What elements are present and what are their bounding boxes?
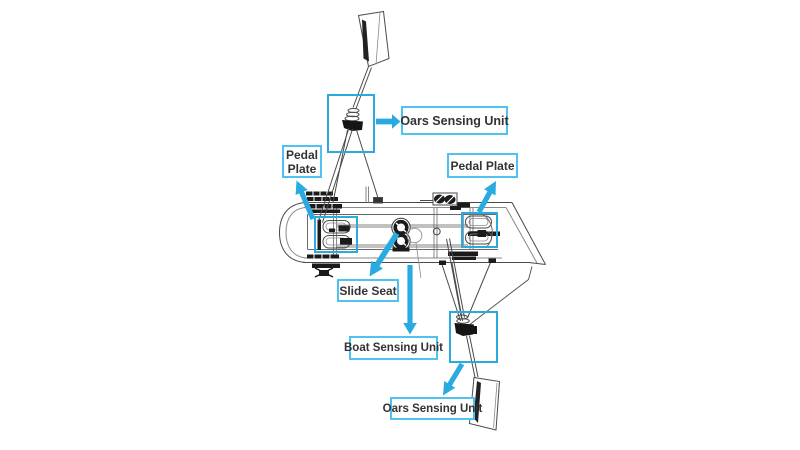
oars-sensing-unit-top-label: Oars Sensing Unit [400, 106, 509, 135]
slide-seat-label: Slide Seat [337, 279, 399, 302]
top-oarlock [342, 120, 363, 131]
pedal-plate-right-label: Pedal Plate [447, 153, 518, 178]
arrow-to-pedal-left-label [295, 180, 316, 220]
arrow-to-pedal-right-label [476, 181, 496, 214]
right-pedal-drawing [463, 213, 493, 248]
bottom-oar-blade-spine [473, 381, 481, 423]
bottom-oarlock [454, 323, 474, 336]
slide-seat-drawing [391, 217, 441, 279]
top-oar-blade-spine [362, 19, 369, 62]
pedal-right-highlight-box [461, 212, 498, 248]
left-pedal-drawing [317, 219, 352, 250]
arrow-to-boat-sensing-label [403, 265, 417, 335]
top-rigger-mount [420, 192, 458, 206]
boat-sensing-unit-label: Boat Sensing Unit [344, 336, 443, 360]
bow-inner-outline [285, 207, 307, 259]
arrow-to-oars-sensing-top-label [376, 114, 401, 129]
oars-sensing-top-highlight-box [327, 94, 375, 153]
pedal-plate-left-label-line1: Pedal [285, 147, 318, 162]
pedal-plate-left-label-line2: Plate [287, 161, 317, 176]
oars-sensing-unit-bottom-label: Oars Sensing Unit [383, 397, 482, 420]
pedal-left-highlight-box [314, 216, 358, 253]
pedal-plate-left-label: Pedal Plate [282, 145, 322, 178]
bottom-oar-drawing [439, 238, 533, 431]
arrow-to-slide-seat-label [369, 232, 400, 277]
top-oar-drawing [318, 10, 390, 223]
bow-outline [278, 202, 307, 263]
oars-sensing-bottom-highlight-box [449, 311, 498, 363]
arrow-to-oars-sensing-bottom-label [443, 362, 465, 396]
